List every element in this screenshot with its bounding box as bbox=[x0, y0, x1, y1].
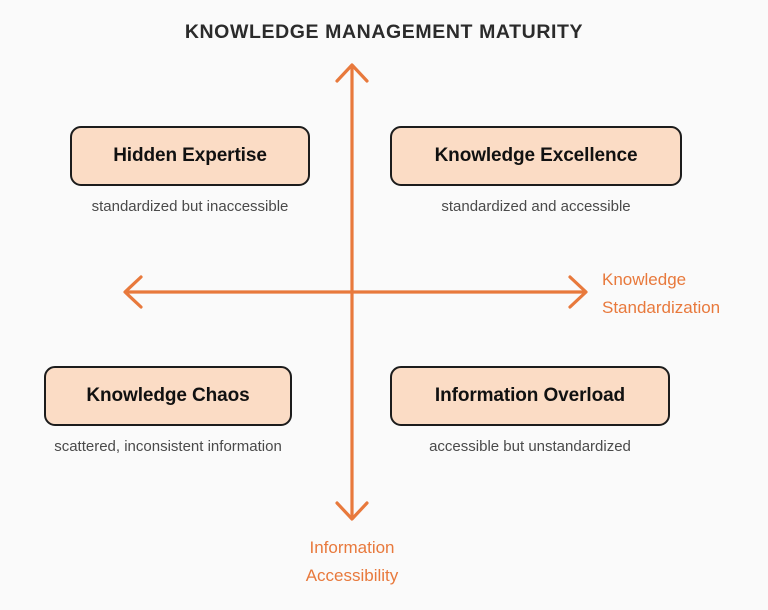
page-title: KNOWLEDGE MANAGEMENT MATURITY bbox=[184, 21, 584, 43]
arrow-down-icon bbox=[335, 501, 369, 521]
quadrant-bottom-left-label: Knowledge Chaos bbox=[86, 385, 250, 406]
quadrant-bottom-right-box[interactable]: Information Overload bbox=[390, 366, 670, 426]
x-axis-label-line1: Knowledge bbox=[602, 270, 687, 289]
y-axis-label: Information Accessibility bbox=[252, 534, 452, 590]
quadrant-top-right-box[interactable]: Knowledge Excellence bbox=[390, 126, 682, 186]
quadrant-top-right-subtitle: standardized and accessible bbox=[441, 198, 631, 215]
quadrant-bottom-left-subtitle: scattered, inconsistent information bbox=[54, 438, 282, 455]
quadrant-top-right: Knowledge Excellence standardized and ac… bbox=[390, 126, 682, 215]
quadrant-bottom-right-subtitle: accessible but unstandardized bbox=[429, 438, 631, 455]
y-axis-label-line2: Accessibility bbox=[305, 566, 399, 585]
quadrant-bottom-left-box[interactable]: Knowledge Chaos bbox=[44, 366, 292, 426]
x-axis-label: Knowledge Standardization bbox=[602, 266, 720, 322]
x-axis-label-line2: Standardization bbox=[602, 298, 721, 317]
quadrant-bottom-right-label: Information Overload bbox=[434, 385, 626, 406]
y-axis-label-line1: Information bbox=[309, 538, 395, 557]
arrow-left-icon bbox=[123, 275, 143, 309]
quadrant-top-left: Hidden Expertise standardized but inacce… bbox=[45, 126, 335, 215]
quadrant-bottom-right: Information Overload accessible but unst… bbox=[390, 366, 670, 455]
quadrant-top-left-label: Hidden Expertise bbox=[113, 145, 267, 166]
quadrant-top-left-box[interactable]: Hidden Expertise bbox=[70, 126, 310, 186]
arrow-right-icon bbox=[568, 275, 588, 309]
quadrant-top-left-subtitle: standardized but inaccessible bbox=[91, 198, 289, 215]
quadrant-bottom-left: Knowledge Chaos scattered, inconsistent … bbox=[20, 366, 316, 455]
quadrant-top-right-label: Knowledge Excellence bbox=[434, 145, 638, 166]
arrow-up-icon bbox=[335, 63, 369, 83]
